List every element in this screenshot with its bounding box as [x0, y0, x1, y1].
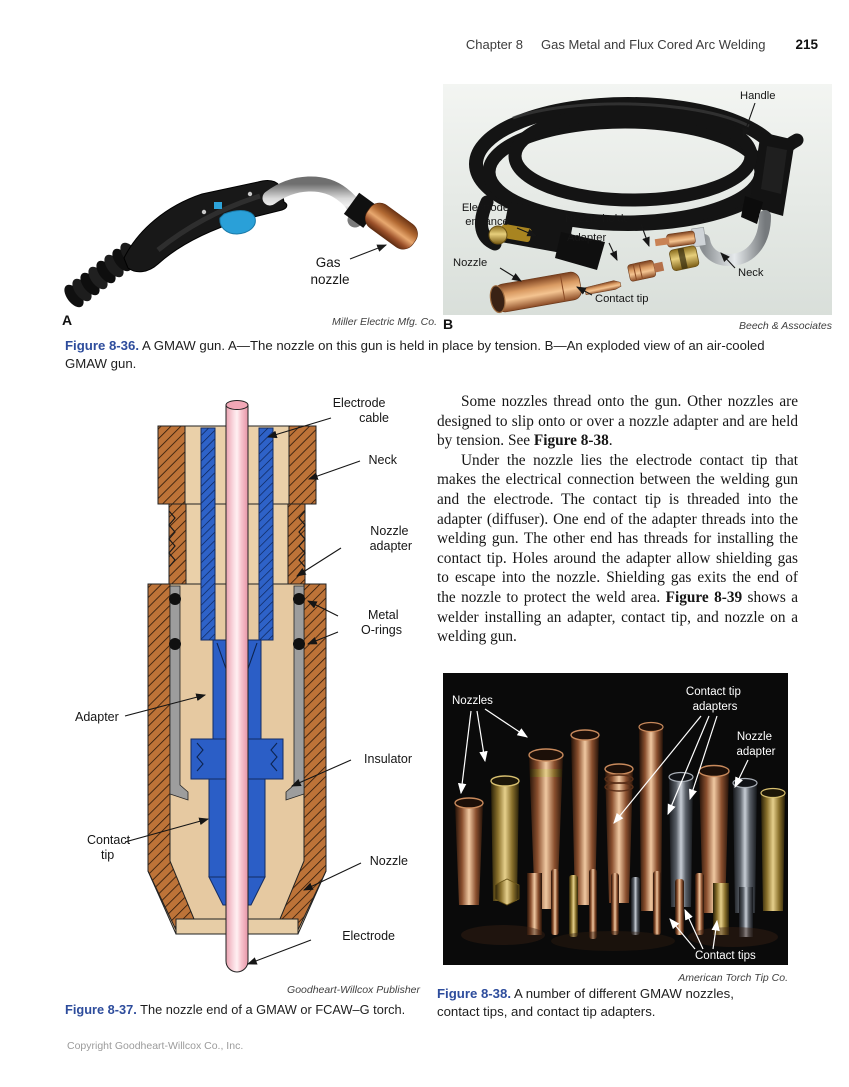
- neck-label: Neck: [369, 453, 398, 467]
- figure-8-38-caption-label: Figure 8-38.: [437, 986, 512, 1001]
- body-text-column: Some nozzles thread onto the gun. Other …: [437, 392, 798, 647]
- nozzle-adapter-label: Nozzle adapter: [736, 731, 775, 758]
- thread-marks-right: [298, 510, 306, 568]
- figure-8-37-credit-row: Goodheart-Willcox Publisher: [65, 980, 420, 998]
- figure-8-38-caption-text: A number of different GMAW nozzles, cont…: [437, 986, 734, 1019]
- nozzle-holder-label: Nozzle holder: [565, 213, 634, 225]
- nozzle-label: Nozzle: [370, 854, 408, 868]
- contact-tip-label: Contact tip: [595, 293, 648, 305]
- electrode-label: Electrode: [342, 929, 395, 943]
- rear-connector: [488, 202, 605, 270]
- electrode-entrance-plug: [488, 225, 508, 245]
- adapter-label: Adapter: [75, 710, 119, 724]
- figure-8-36-caption-label: Figure 8-36.: [65, 338, 140, 353]
- brown-walls: [147, 425, 327, 933]
- photo-b-footer: B Beech & Associates: [443, 316, 832, 332]
- exploded-contact-tip: [584, 280, 622, 295]
- contact-tip-label: Contact tip: [87, 833, 134, 862]
- front-handle: [741, 132, 795, 224]
- chapter-title: Gas Metal and Flux Cored Arc Welding: [540, 37, 766, 52]
- photo-b-arrows: [499, 102, 756, 296]
- handle-label: Handle: [740, 90, 775, 102]
- figure-8-36-caption: Figure 8-36. A GMAW gun. A—The nozzle on…: [65, 337, 798, 372]
- figure-8-39-reference: Figure 8-39: [665, 588, 743, 606]
- gas-nozzle-arrow: [349, 244, 388, 260]
- figure-8-37-diagram: Electrode cable Neck Nozzle adapter Meta…: [65, 393, 420, 993]
- gmaw-gun-illustration: Gas nozzle: [64, 176, 418, 308]
- figure-letter-b: B: [443, 316, 454, 332]
- gas-nozzle-label: Gas nozzle: [310, 255, 349, 287]
- page-header: Chapter 8 Gas Metal and Flux Cored Arc W…: [466, 37, 818, 52]
- figure-8-38-caption: Figure 8-38. A number of different GMAW …: [437, 985, 777, 1020]
- reflections: [461, 925, 778, 951]
- gun-cable-ribs: [64, 242, 140, 308]
- gun-body: [123, 179, 288, 273]
- copyright-notice: Copyright Goodheart-Willcox Co., Inc.: [67, 1040, 244, 1052]
- figure-8-38-photo: Nozzles Contact tip adapters Nozzle adap…: [443, 673, 788, 965]
- nozzle-collar: [343, 192, 379, 228]
- exploded-adapter: [627, 259, 665, 282]
- electrode-entrance-label: Electrode entrance: [462, 202, 512, 228]
- nozzle-adapter-label: Nozzle adapter: [370, 524, 412, 553]
- electrode-rod: [225, 404, 249, 973]
- exploded-gun-illustration: Handle Electrode entrance Nozzle holder …: [443, 84, 832, 315]
- photo-38-arrows: [457, 708, 749, 950]
- photo-a-footer: A Miller Electric Mfg. Co.: [62, 312, 437, 328]
- contact-tip-adapters-label: Contact tip adapters: [686, 686, 744, 713]
- figure-8-37-caption: Figure 8-37. The nozzle end of a GMAW or…: [65, 1001, 437, 1019]
- contact-tips-label: Contact tips: [695, 950, 756, 962]
- figure-8-36-caption-text: A GMAW gun. A—The nozzle on this gun is …: [65, 338, 765, 371]
- thread-marks-left: [168, 510, 176, 568]
- figure-8-38-credit-row: American Torch Tip Co.: [443, 968, 788, 986]
- page-number: 215: [795, 37, 818, 52]
- nozzle-cross-section: Electrode cable Neck Nozzle adapter Meta…: [75, 396, 412, 973]
- gas-nozzle-shape: [364, 202, 418, 250]
- metal-o-rings-label: Metal O-rings: [361, 608, 402, 637]
- insulator-label: Insulator: [364, 752, 412, 766]
- exploded-nozzle-holder: [669, 245, 700, 271]
- figure-letter-a: A: [62, 312, 73, 328]
- photo-b-credit: Beech & Associates: [739, 320, 832, 332]
- brand-logo: [214, 202, 222, 209]
- figure-8-36-photo-a: Gas nozzle: [62, 146, 437, 312]
- neck-copper-stub: [654, 226, 707, 248]
- body-paragraph-2: Under the nozzle lies the electrode cont…: [437, 451, 798, 646]
- figure-8-38-credit: American Torch Tip Co.: [678, 972, 788, 984]
- nozzles-label: Nozzles: [452, 695, 493, 707]
- metal-o-rings: [169, 593, 305, 650]
- body-paragraph-1: Some nozzles thread onto the gun. Other …: [437, 393, 798, 450]
- photo-a-credit: Miller Electric Mfg. Co.: [331, 316, 437, 328]
- contact-tip-shapes: [494, 869, 753, 939]
- gun-trigger: [219, 210, 256, 235]
- figure-8-37-caption-label: Figure 8-37.: [65, 1002, 137, 1017]
- adapter-label: Adapter: [567, 232, 606, 244]
- diagram-arrows: [124, 417, 362, 965]
- nozzle-label: Nozzle: [453, 257, 487, 269]
- nozzles-photo-illustration: Nozzles Contact tip adapters Nozzle adap…: [443, 673, 788, 965]
- exploded-nozzle: [489, 271, 582, 314]
- figure-8-36-photo-b: Handle Electrode entrance Nozzle holder …: [443, 84, 832, 315]
- figure-8-38-reference: Figure 8-38: [533, 432, 609, 450]
- neck-label: Neck: [738, 267, 764, 279]
- figure-8-37-caption-text: The nozzle end of a GMAW or FCAW–G torch…: [136, 1002, 406, 1017]
- chapter-label: Chapter 8: [465, 37, 523, 52]
- figure-8-37-credit: Goodheart-Willcox Publisher: [287, 984, 420, 996]
- electrode-cable-label: Electrode cable: [333, 396, 389, 425]
